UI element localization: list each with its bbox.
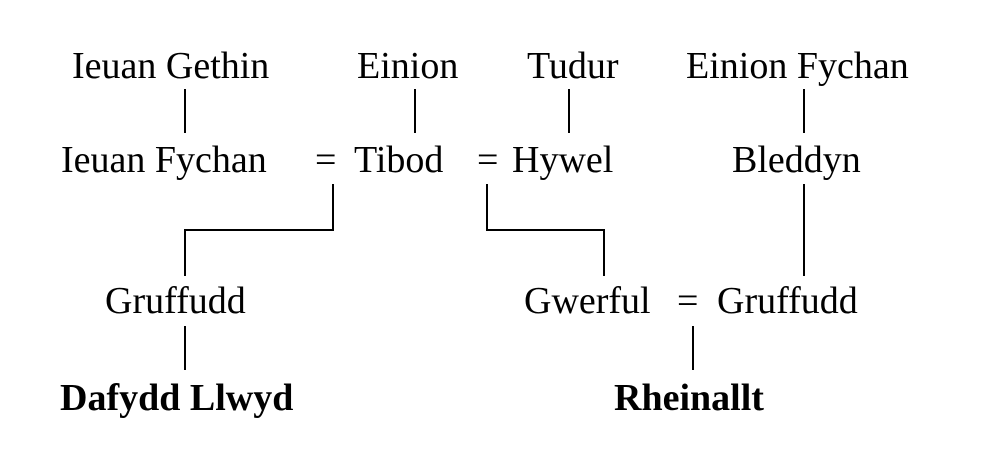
connector-line	[603, 229, 605, 276]
marriage-sign: =	[677, 280, 699, 322]
marriage-sign: =	[315, 139, 337, 181]
person-bleddyn: Bleddyn	[732, 139, 861, 181]
connector-line	[184, 89, 186, 133]
person-einion-fychan: Einion Fychan	[686, 45, 909, 87]
person-gruffudd-left: Gruffudd	[105, 280, 246, 322]
connector-line	[332, 184, 334, 231]
connector-line	[184, 229, 186, 276]
connector-line	[486, 229, 605, 231]
person-ieuan-fychan: Ieuan Fychan	[61, 139, 267, 181]
marriage-sign: =	[477, 139, 499, 181]
person-rheinallt: Rheinallt	[614, 377, 764, 419]
connector-line	[568, 89, 570, 133]
person-tudur: Tudur	[527, 45, 619, 87]
person-hywel: Hywel	[512, 139, 614, 181]
person-gwerful: Gwerful	[524, 280, 651, 322]
person-dafydd-llwyd: Dafydd Llwyd	[60, 377, 294, 419]
person-tibod: Tibod	[354, 139, 444, 181]
connector-line	[692, 326, 694, 370]
person-einion: Einion	[357, 45, 459, 87]
person-gruffudd-right: Gruffudd	[717, 280, 858, 322]
connector-line	[184, 326, 186, 370]
connector-line	[803, 184, 805, 276]
connector-line	[414, 89, 416, 133]
connector-line	[803, 89, 805, 133]
connector-line	[486, 184, 488, 231]
connector-line	[184, 229, 334, 231]
person-ieuan-gethin: Ieuan Gethin	[72, 45, 270, 87]
